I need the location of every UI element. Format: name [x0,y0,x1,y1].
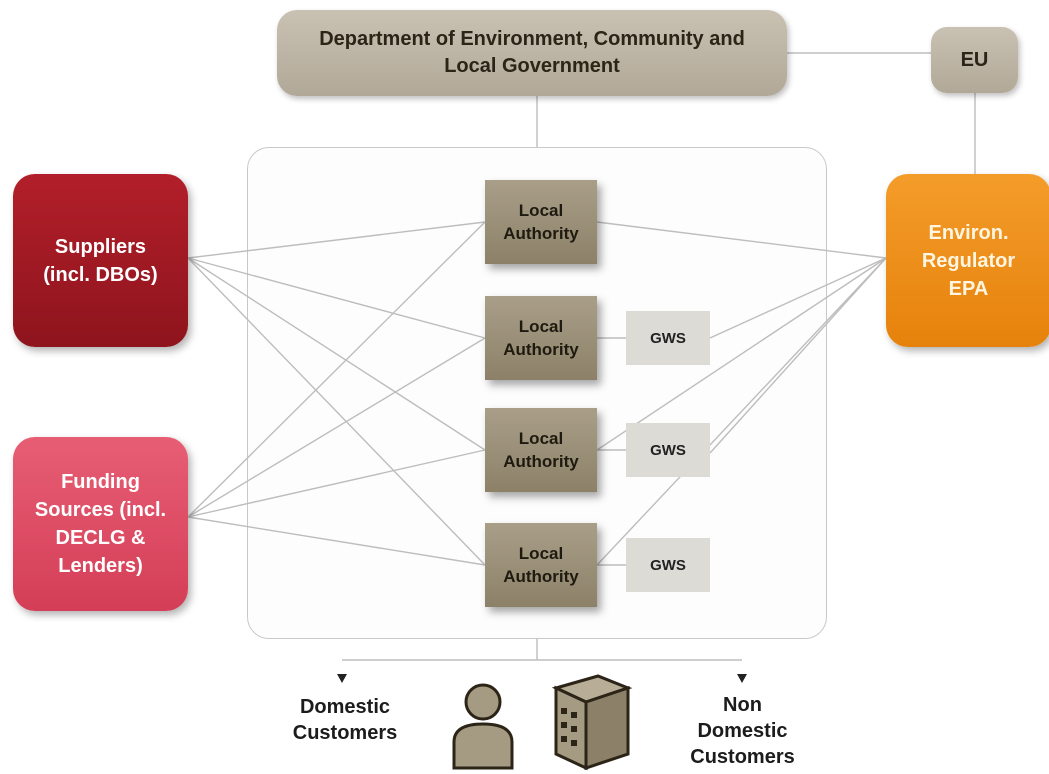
building-icon [551,674,633,771]
domestic-customers-text: Domestic Customers [292,696,398,744]
gws-box: GWS [626,311,710,365]
person-icon [452,683,514,770]
local-authority-label: Local Authority [503,544,579,586]
gws-box: GWS [626,538,710,592]
funding-box: Funding Sources (incl. DECLG & Lenders) [13,437,188,611]
local-authority-box: Local Authority [485,523,597,607]
funding-label: Funding Sources (incl. DECLG & Lenders) [34,471,167,577]
gws-box: GWS [626,423,710,477]
eu-label: EU [960,48,989,71]
domestic-customers-label: Domestic Customers [270,690,420,750]
gws-label: GWS [650,556,686,574]
local-authority-box: Local Authority [485,296,597,380]
local-authority-label: Local Authority [503,201,579,243]
gws-label: GWS [650,441,686,459]
eu-box: EU [931,27,1018,93]
local-authority-box: Local Authority [485,180,597,264]
non-domestic-customers-label: Non Domestic Customers [665,690,820,772]
local-authority-label: Local Authority [503,429,579,471]
local-authority-label: Local Authority [503,317,579,359]
department-box: Department of Environment, Community and… [277,10,787,96]
suppliers-label: Suppliers (incl. DBOs) [43,235,158,286]
non-domestic-customers-text: Non Domestic Customers [690,694,795,768]
gws-label: GWS [650,329,686,347]
regulator-label: Environ. Regulator EPA [921,221,1016,300]
non-domestic-arrow-icon [737,674,747,683]
regulator-box: Environ. Regulator EPA [886,174,1049,347]
suppliers-box: Suppliers (incl. DBOs) [13,174,188,347]
department-label: Department of Environment, Community and… [319,28,745,77]
local-authority-box: Local Authority [485,408,597,492]
domestic-arrow-icon [337,674,347,683]
